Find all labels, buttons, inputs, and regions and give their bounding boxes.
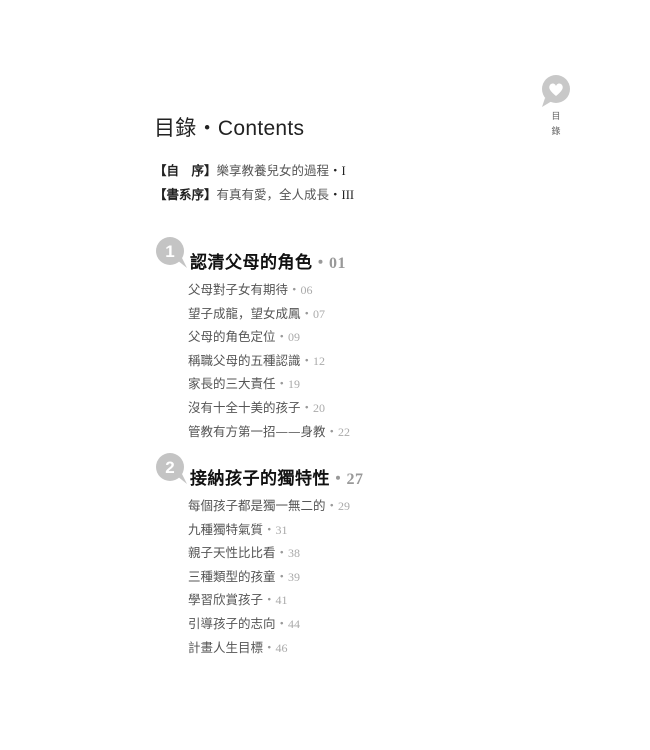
chapter-number-badge: 1 [155, 236, 189, 270]
side-tab-label-1: 目 [551, 112, 561, 122]
section-item[interactable]: 望子成龍，望女成鳳・07 [188, 305, 326, 321]
chapter-number-badge: 2 [155, 452, 189, 486]
series-preface-entry[interactable]: 【書系序】有真有愛，全人成長・III [154, 184, 354, 203]
section-item[interactable]: 引導孩子的志向・44 [188, 615, 301, 631]
svg-text:1: 1 [165, 242, 174, 261]
separator: ・ [329, 164, 342, 178]
preface-tag: 【自 序】 [154, 163, 217, 178]
section-item[interactable]: 九種獨特氣質・31 [188, 521, 288, 537]
separator: ・ [330, 471, 347, 488]
section-list: 每個孩子都是獨一無二的・29 九種獨特氣質・31 親子天性比比看・38 三種類型… [188, 494, 350, 659]
section-item[interactable]: 沒有十全十美的孩子・20 [188, 399, 326, 415]
svg-text:2: 2 [165, 458, 174, 477]
chapter-title: 接納孩子的獨特性 [190, 469, 330, 489]
heart-speech-bubble-icon [539, 74, 573, 108]
section-item[interactable]: 親子天性比比看・38 [188, 545, 301, 561]
section-item[interactable]: 父母的角色定位・09 [188, 329, 301, 345]
preface-title: 樂享教養兒女的過程 [216, 163, 330, 178]
preface-entry[interactable]: 【自 序】樂享教養兒女的過程・I [154, 160, 346, 179]
separator: ・ [312, 255, 330, 272]
section-item[interactable]: 每個孩子都是獨一無二的・29 [188, 498, 351, 513]
page-number: 27 [346, 471, 364, 488]
section-item[interactable]: 學習欣賞孩子・41 [188, 592, 288, 608]
section-list: 父母對子女有期待・06 望子成龍，望女成鳳・07 父母的角色定位・09 稱職父母… [188, 278, 350, 443]
separator: ・ [329, 188, 342, 202]
preface-title: 有真有愛，全人成長 [216, 187, 330, 202]
page-number: III [341, 188, 355, 202]
chapter-title: 認清父母的角色 [190, 253, 313, 273]
section-item[interactable]: 計畫人生目標・46 [188, 639, 288, 655]
section-item[interactable]: 稱職父母的五種認識・12 [188, 352, 326, 368]
section-item[interactable]: 家長的三大責任・19 [188, 376, 301, 392]
page-number: 01 [329, 255, 347, 272]
page-number: I [341, 164, 346, 178]
section-item[interactable]: 三種類型的孩童・39 [188, 568, 301, 584]
section-item[interactable]: 父母對子女有期待・06 [188, 282, 313, 297]
preface-tag: 【書系序】 [154, 187, 217, 202]
side-tab-contents: 目 錄 [538, 74, 574, 138]
side-tab-label-2: 錄 [551, 127, 561, 137]
section-item[interactable]: 管教有方第一招——身教・22 [188, 423, 351, 439]
page-title: 目錄・Contents [154, 117, 305, 140]
